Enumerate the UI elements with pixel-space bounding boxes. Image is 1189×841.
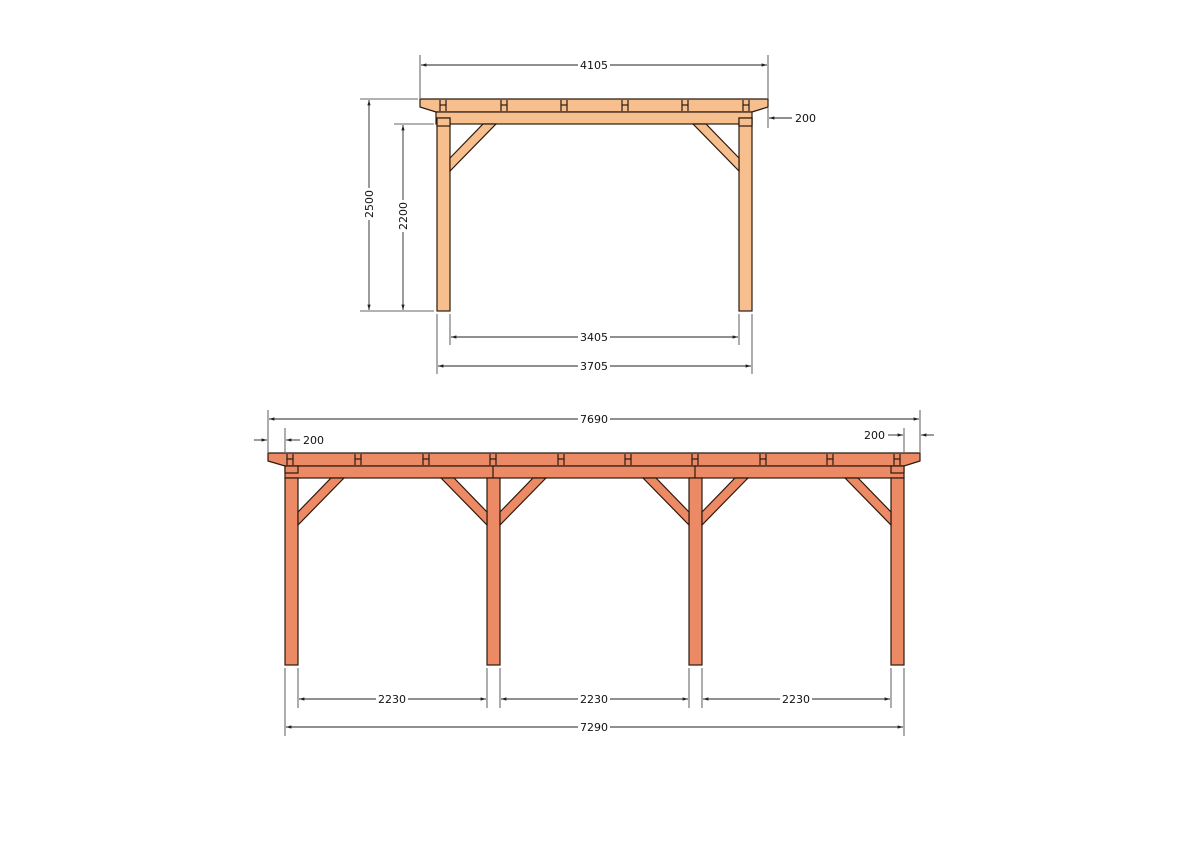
dim-label-bay-3: 2230	[782, 693, 810, 706]
front-post-left-cap	[436, 117, 451, 127]
side-brace-1r	[297, 477, 346, 527]
front-main-beam	[435, 111, 753, 125]
side-brace-4l	[843, 477, 892, 527]
front-view: 4105 200 2500 2200 3405	[360, 55, 816, 374]
side-view: 7690 200 200 2230	[254, 410, 934, 736]
dim-label-4105: 4105	[580, 59, 608, 72]
side-beam-end-left	[284, 465, 299, 474]
dim-front-overhang: 200	[767, 108, 816, 128]
side-brace-2l	[439, 477, 488, 527]
dim-side-overhang-right: 200	[864, 428, 934, 452]
side-beam-end-right	[890, 465, 905, 474]
dim-post-height: 2200	[394, 123, 434, 310]
dim-label-3405: 3405	[580, 331, 608, 344]
side-main-beam	[284, 465, 905, 479]
side-brace-3l	[641, 477, 690, 527]
front-brace-left	[449, 123, 498, 173]
dim-side-overhang-left: 200	[254, 428, 324, 452]
dim-label-200-right: 200	[864, 429, 885, 442]
dim-label-200-front: 200	[795, 112, 816, 125]
dim-label-2200: 2200	[397, 202, 410, 230]
dim-label-200-left: 200	[303, 434, 324, 447]
dim-inner-span: 3405	[449, 314, 740, 345]
dim-total-height: 2500	[360, 98, 434, 312]
front-post-left	[436, 117, 451, 312]
dim-label-7290: 7290	[580, 721, 608, 734]
dim-label-2500: 2500	[363, 190, 376, 218]
front-post-right-cap	[738, 117, 753, 127]
dim-side-outer-span: 7290	[284, 668, 905, 736]
dim-label-7690: 7690	[580, 413, 608, 426]
side-post-3	[688, 477, 703, 666]
side-brace-2r	[499, 477, 548, 527]
side-post-2	[486, 477, 501, 666]
dim-outer-span: 3705	[436, 314, 753, 374]
dim-label-3705: 3705	[580, 360, 608, 373]
side-brace-3r	[701, 477, 750, 527]
side-top-purlin	[267, 452, 921, 467]
front-top-purlin	[419, 98, 769, 113]
dim-label-bay-2: 2230	[580, 693, 608, 706]
front-brace-right	[691, 123, 740, 173]
dim-side-overall-length: 7690	[267, 410, 921, 452]
front-post-right	[738, 117, 753, 312]
side-post-4	[890, 477, 905, 666]
dim-bay-spans: 2230 2230 2230	[297, 668, 892, 708]
dim-label-bay-1: 2230	[378, 693, 406, 706]
side-post-1	[284, 477, 299, 666]
dim-front-overall-width: 4105	[419, 55, 769, 98]
purlin-joint-marks	[439, 100, 750, 111]
side-purlin-joint-marks	[286, 454, 901, 465]
